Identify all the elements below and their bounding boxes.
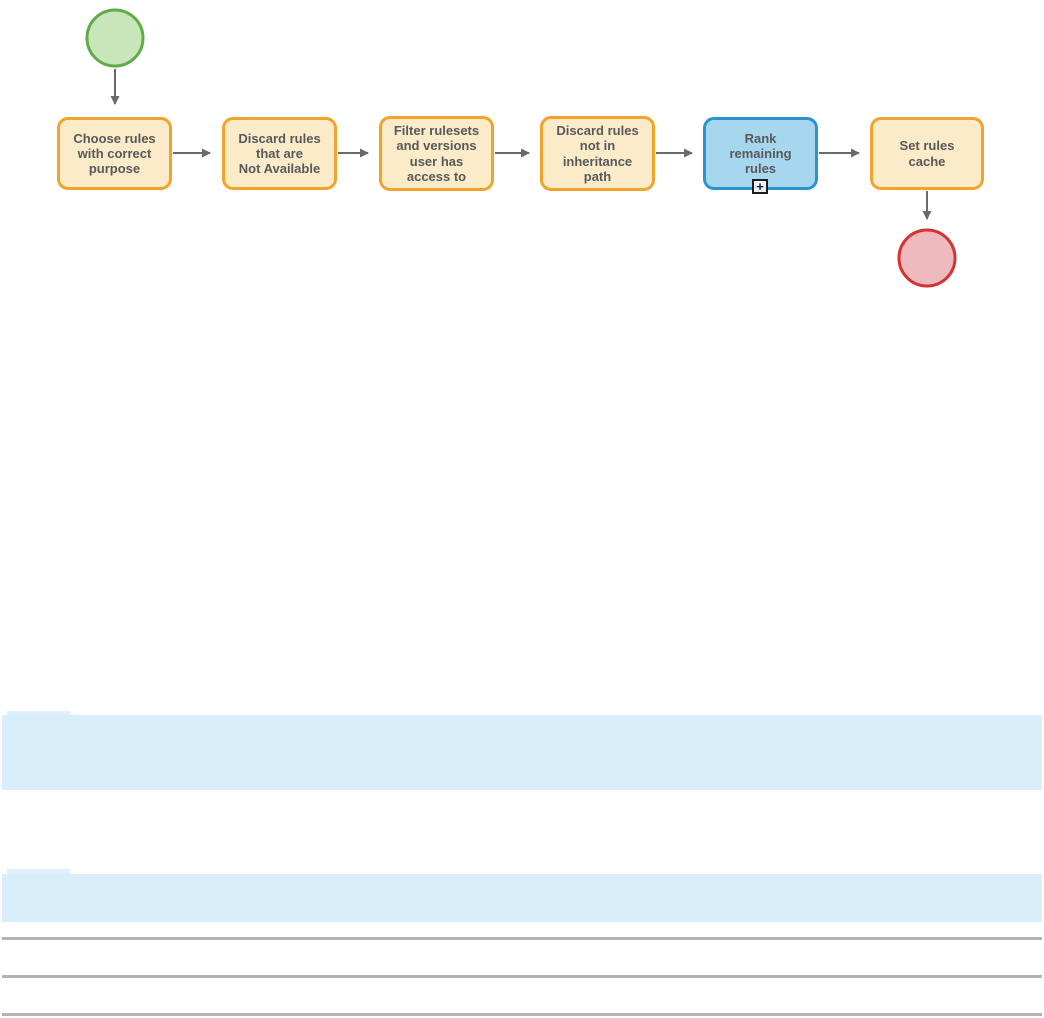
task-discard-not-available: Discard rules that are Not Available	[222, 117, 337, 190]
subprocess-expand-icon[interactable]: +	[752, 179, 768, 194]
task-discard-not-available-label: Discard rules that are Not Available	[238, 130, 321, 177]
task-set-rules-cache: Set rules cache	[870, 117, 984, 190]
table-1-header	[2, 715, 1042, 790]
start-event-circle	[85, 8, 145, 68]
task-set-rules-cache-label: Set rules cache	[899, 138, 955, 169]
table-2-tab	[7, 869, 70, 874]
table-2-header	[2, 874, 1042, 922]
task-choose-rules: Choose rules with correct purpose	[57, 117, 172, 190]
table-2-row	[2, 978, 1042, 1016]
task-choose-rules-label: Choose rules with correct purpose	[73, 130, 156, 177]
table-2-row	[2, 922, 1042, 940]
subprocess-rank-remaining-rules: Rank remaining rules	[703, 117, 818, 190]
task-discard-not-in-inheritance-label: Discard rules not in inheritance path	[556, 123, 639, 184]
subprocess-rank-remaining-rules-label: Rank remaining rules	[729, 130, 792, 177]
end-event-circle	[897, 228, 957, 288]
table-2-row	[2, 940, 1042, 978]
process-flow-diagram	[85, 8, 957, 288]
task-filter-rulesets: Filter rulesets and versions user has ac…	[379, 116, 494, 191]
task-filter-rulesets-label: Filter rulesets and versions user has ac…	[393, 123, 480, 184]
table-1-tab	[7, 711, 70, 716]
task-discard-not-in-inheritance: Discard rules not in inheritance path	[540, 116, 655, 191]
